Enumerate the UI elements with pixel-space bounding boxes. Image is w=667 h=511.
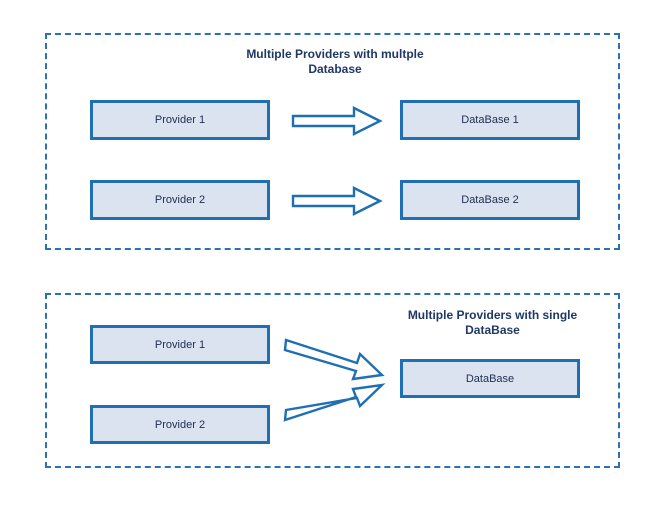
node-provider-2-top: Provider 2 bbox=[90, 180, 270, 220]
panel-title-top: Multiple Providers with multple Database bbox=[246, 47, 424, 76]
node-database-1: DataBase 1 bbox=[400, 100, 580, 140]
group-panel-single-database bbox=[45, 293, 620, 468]
node-label: Provider 1 bbox=[154, 114, 206, 126]
node-label: Provider 2 bbox=[154, 194, 206, 206]
node-label: DataBase bbox=[465, 372, 515, 385]
arrow-right-icon bbox=[291, 106, 383, 136]
node-database-2: DataBase 2 bbox=[400, 180, 580, 220]
arrow-right-icon bbox=[291, 186, 383, 216]
node-label: Provider 2 bbox=[154, 418, 206, 431]
panel-title-bottom: Multiple Providers with single DataBase bbox=[407, 308, 578, 337]
group-panel-multiple-databases bbox=[45, 33, 620, 250]
node-label: DataBase 2 bbox=[461, 194, 519, 206]
node-provider-1-bottom: Provider 1 bbox=[90, 325, 270, 364]
arrow-up-right-icon bbox=[283, 383, 386, 422]
arrow-down-right-icon bbox=[283, 338, 385, 381]
node-provider-2-bottom: Provider 2 bbox=[90, 405, 270, 444]
node-database-single: DataBase bbox=[400, 359, 580, 398]
node-label: Provider 1 bbox=[154, 338, 206, 351]
node-provider-1-top: Provider 1 bbox=[90, 100, 270, 140]
node-label: DataBase 1 bbox=[461, 114, 519, 126]
